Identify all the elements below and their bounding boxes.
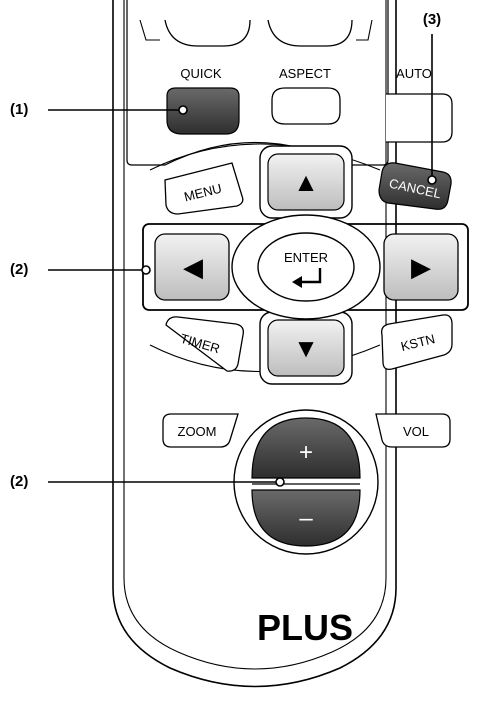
vol-label: VOL [403,424,429,439]
remote-body-outline [112,0,397,688]
right-arrow-icon: ▶ [411,252,431,282]
left-arrow-icon: ◀ [183,252,203,282]
zoom-button[interactable] [162,413,239,448]
timer-button[interactable] [165,316,244,372]
callout-3-label: (3) [423,11,441,28]
remote-inner-outline [123,0,387,670]
right-button[interactable] [383,233,459,301]
auto-label: AUTO [396,66,432,81]
enter-label: ENTER [284,250,328,265]
callout-2b-label: (2) [10,473,28,490]
auto-button[interactable] [386,93,453,143]
kstn-button[interactable] [381,314,453,370]
enter-return-icon [292,268,322,288]
callout-2b-dot [275,477,285,487]
volume-minus-button[interactable] [251,489,361,547]
aspect-button[interactable] [271,87,341,125]
top-partial-button-mid[interactable] [267,19,353,47]
down-arrow-icon: ▼ [293,333,319,363]
cancel-button[interactable] [378,162,452,210]
callout-2-dot [141,265,151,275]
quick-button[interactable] [166,87,240,135]
up-button[interactable] [267,153,345,211]
callout-1-dot [178,105,188,115]
menu-button[interactable] [164,162,244,215]
aspect-label: ASPECT [279,66,331,81]
callout-2-label: (2) [10,261,28,278]
left-button[interactable] [154,233,230,301]
minus-sign: – [299,505,313,532]
volume-plus-button[interactable] [251,417,361,479]
up-arrow-icon: ▲ [293,167,319,197]
vol-button[interactable] [375,413,451,448]
plus-sign: + [299,439,313,466]
top-partial-button-left[interactable] [164,19,251,47]
brand-logo: PLUS [257,607,353,648]
zoom-label: ZOOM [178,424,217,439]
callout-3-dot [427,175,437,185]
enter-button[interactable] [257,232,355,302]
down-button[interactable] [267,319,345,377]
quick-label: QUICK [180,66,222,81]
callout-1-label: (1) [10,101,28,118]
